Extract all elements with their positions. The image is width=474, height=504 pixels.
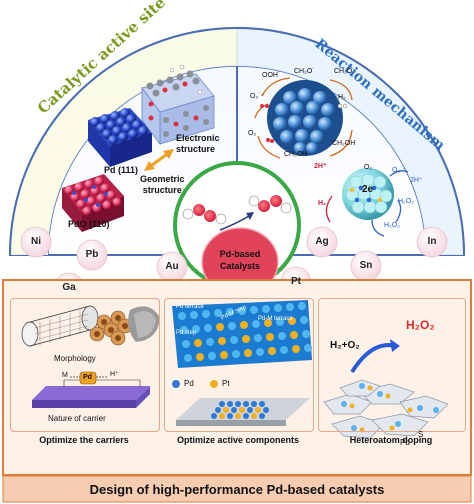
species-h2o2-mid: H₂O₂ [398, 198, 414, 205]
species-o2: O₂ [248, 130, 256, 137]
species-h2-red: H₂ [318, 200, 326, 207]
species-ch2o-radical: CH₂O˙ [294, 68, 315, 75]
species-2h-right: 2H⁺ [410, 176, 423, 184]
terrace-pd-terrace: Pd terrace [176, 304, 204, 310]
carrier-pd-label: Pd [83, 374, 92, 381]
nature-label: Nature of carrier [48, 414, 106, 423]
pd111-label: Pd (111) [104, 165, 138, 175]
species-2e: 2e [362, 184, 373, 195]
heteroatom-caption: Heteroatom doping [318, 435, 464, 445]
species-ooh: OOH˙ [262, 72, 280, 79]
carrier-m-label: M [62, 372, 68, 379]
product-label: H₂O₂ [406, 318, 435, 332]
reactant-label: H₂+O₂ [330, 340, 360, 351]
metal-ag: Ag [312, 237, 332, 247]
species-2h-left: 2H⁺ [314, 162, 327, 170]
species-ch2o: CH₂O [334, 68, 352, 75]
legend-pd: Pd [184, 379, 194, 388]
active-caption: Optimize active components [164, 435, 312, 445]
species-h2: H₂ [338, 94, 346, 101]
species-ch2oh: CH₂OH [332, 140, 355, 147]
legend-pt: Pt [222, 379, 230, 388]
species-o2-radical-right: O₂˙⁻ [392, 166, 406, 174]
species-h2o2-bottom: H₂O₂ [384, 222, 400, 229]
metal-in: In [422, 237, 442, 247]
species-o2-top: O₂ [364, 164, 372, 171]
panel-carriers [10, 298, 160, 432]
terrace-pdm-terrace: Pd-M terrace [258, 316, 293, 322]
metal-au: Au [162, 262, 182, 272]
morphology-label: Morphology [54, 354, 96, 363]
panel-heteroatom [318, 298, 466, 432]
carriers-caption: Optimize the carriers [10, 435, 158, 445]
species-o2-radical: O₂˙⁻ [250, 92, 264, 100]
metal-ga: Ga [59, 283, 79, 293]
footer-title: Design of high-performance Pd-based cata… [3, 482, 471, 497]
metal-pb: Pb [82, 250, 102, 260]
species-ch3oh: CH₃OH˙ [284, 151, 310, 158]
metal-ni: Ni [26, 237, 46, 247]
metal-pt: Pt [286, 277, 306, 287]
pdo110-label: PdO (110) [68, 219, 110, 229]
carrier-h-label: H⁺ [110, 370, 119, 378]
terrace-pd-step: Pd step [176, 330, 196, 336]
metal-sn: Sn [356, 261, 376, 271]
